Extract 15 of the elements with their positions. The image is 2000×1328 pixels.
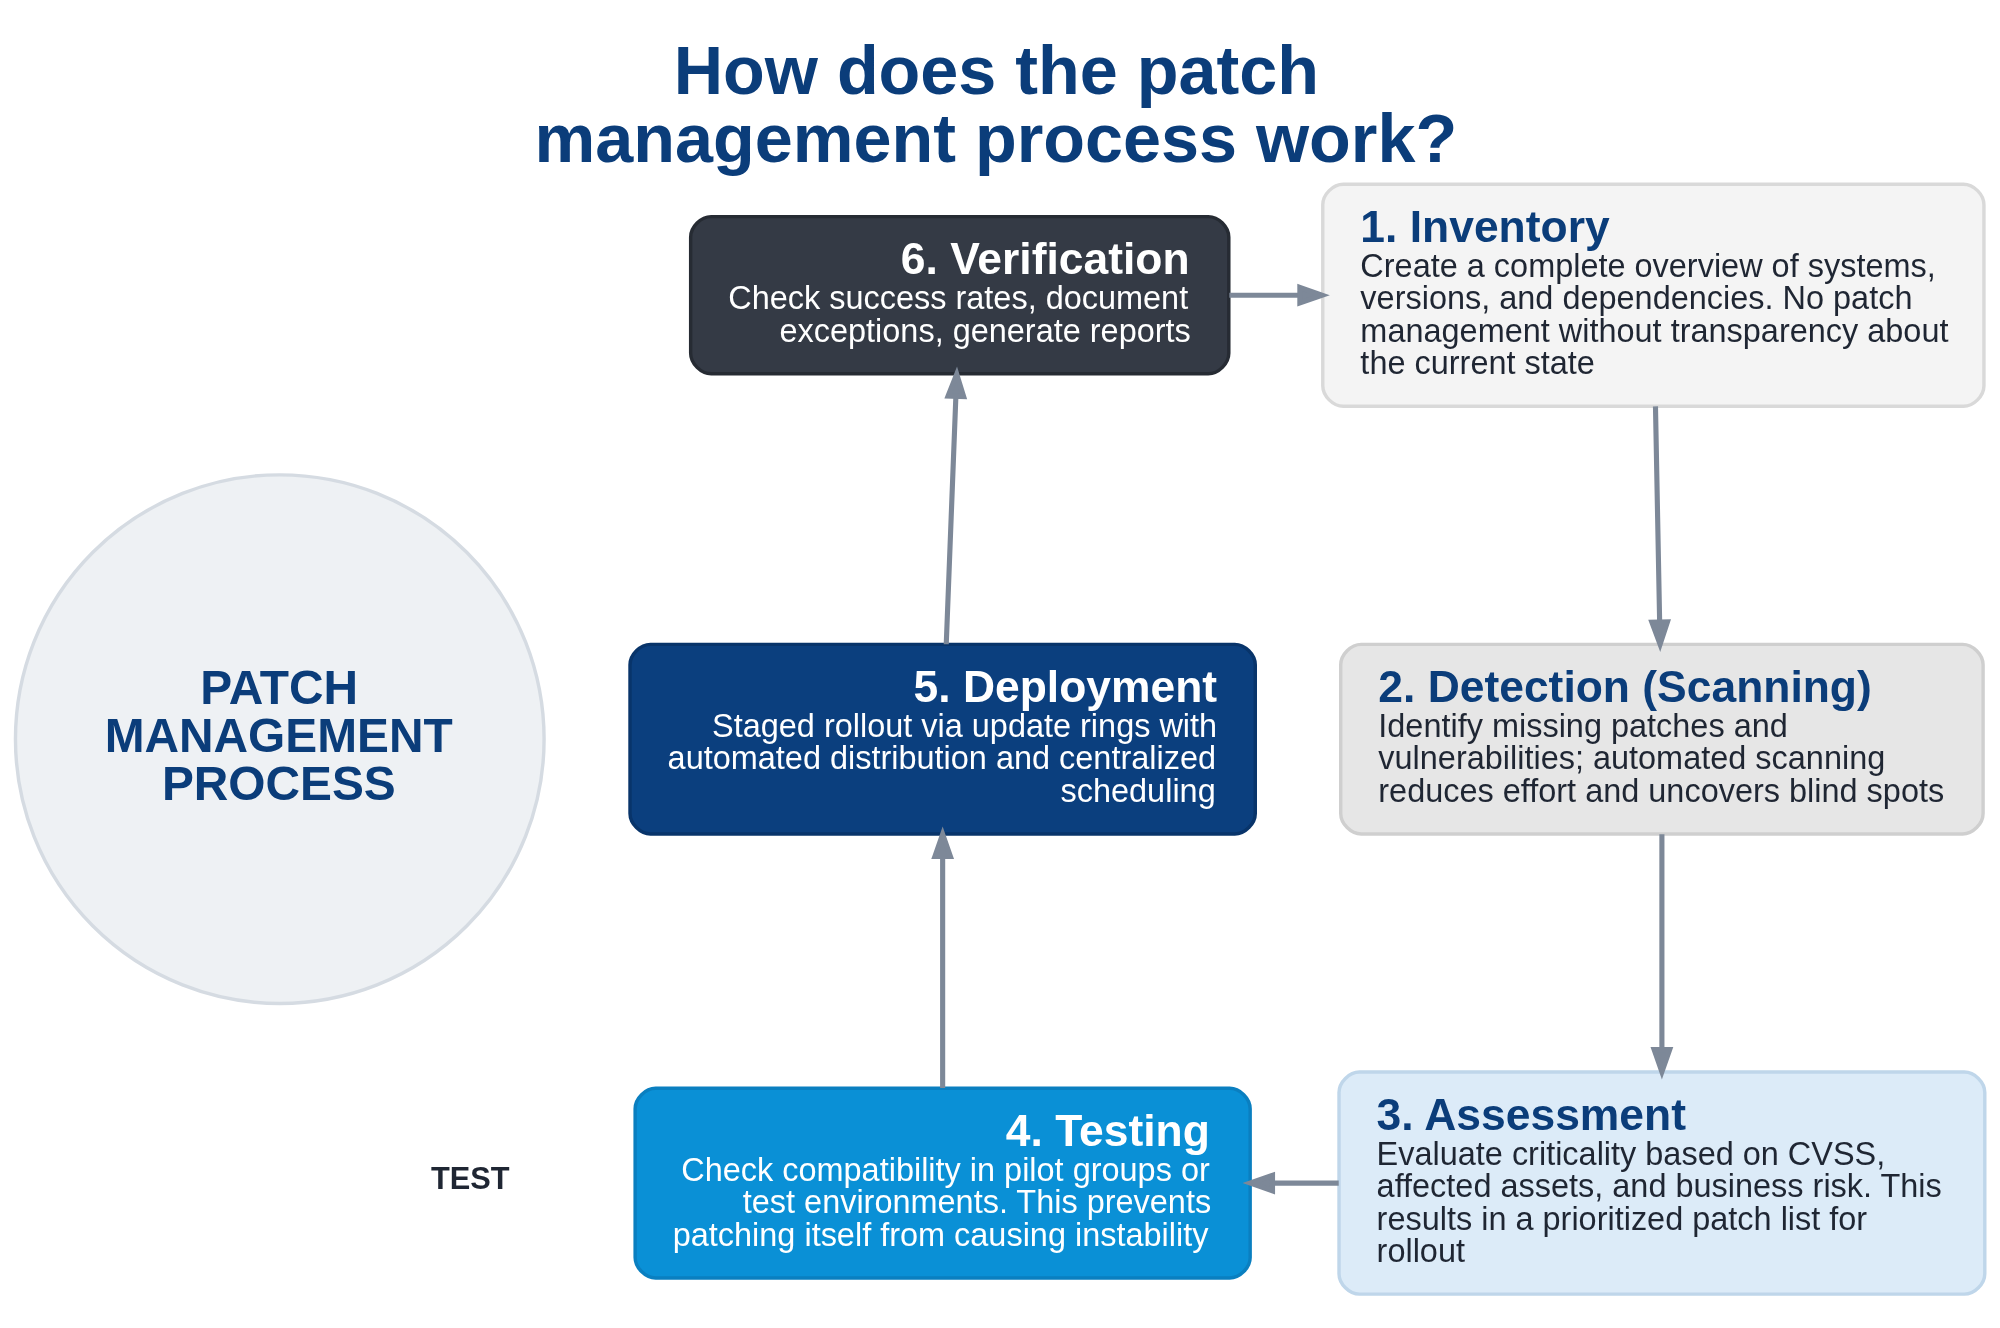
node-box: 5. Deployment Staged rollout via update rings with automated distribution and centralized scheduling (628, 642, 1257, 836)
node-box: 6. Verification Check success rates, document exceptions, generate reports (688, 214, 1231, 376)
arrow (1648, 406, 1671, 652)
arrow (1242, 1171, 1339, 1195)
node-box: 1. Inventory Create a complete overview of systems, versions, and dependencies. No patch management without transparency about the current state (1321, 182, 1986, 408)
node-box: 2. Detection (Scanning) Identify missing patches and vulnerabilities; automated scanning reduces effort and uncovers blind spots (1339, 642, 1985, 836)
node-box: 4. Testing Check compatibility in pilot groups or test environments. This prevents patching itself from causing instability (633, 1086, 1252, 1280)
arrow (1229, 283, 1330, 307)
node-circle: PATCH MANAGEMENT PROCESS (13, 473, 546, 1006)
label: TEST (430, 1160, 510, 1196)
node-box: 3. Assessment Evaluate criticality based on CVSS, affected assets, and business risk. This results in a prioritized patch list for rollout (1337, 1070, 1987, 1296)
arrow (931, 826, 955, 1089)
arrow (1650, 834, 1674, 1080)
diagram-title: How does the patch management process work? (534, 31, 1458, 176)
arrow (943, 366, 968, 645)
